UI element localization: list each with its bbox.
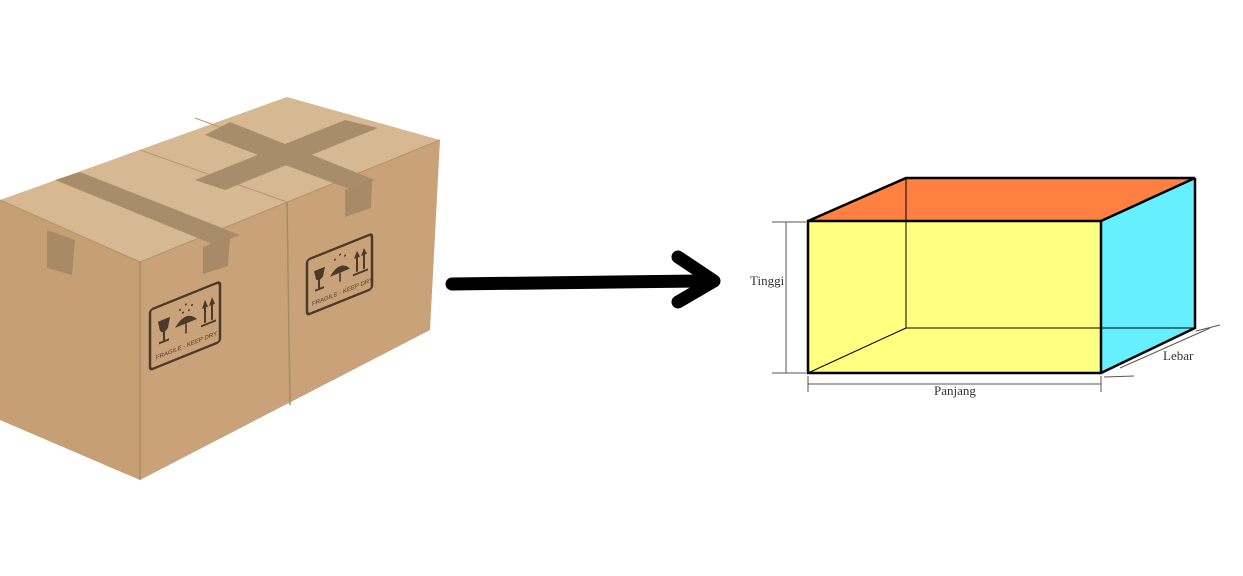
cuboid-visible-edges (806, 176, 1197, 375)
tape-strip-1 (55, 172, 240, 245)
tape-flap-left (47, 230, 75, 275)
dimension-width (1103, 324, 1221, 378)
height-label: Tinggi (750, 273, 785, 288)
umbrella-icon (175, 303, 197, 334)
cuboid-top-face (808, 178, 1195, 221)
right-arrow-icon (445, 250, 721, 309)
cuboid-side-face (1101, 178, 1195, 373)
cuboid-diagram: Tinggi Panjang Lebar (750, 176, 1221, 398)
dimension-height (772, 221, 806, 374)
tape-flap-front (203, 236, 230, 274)
cuboid-hidden-edges (807, 178, 1195, 374)
box-side-face (140, 140, 440, 480)
tape-strip-3 (195, 120, 378, 190)
fragile-glass-icon (314, 266, 325, 292)
cardboard-box: FRAGILE - KEEP DRY (0, 97, 441, 480)
cuboid-front-face (808, 221, 1101, 373)
this-way-up-icon (201, 296, 216, 328)
fragile-glass-icon (158, 316, 170, 345)
width-label: Lebar (1163, 348, 1194, 363)
box-front-face (0, 200, 140, 480)
box-seam-line (286, 201, 291, 406)
umbrella-icon (330, 253, 350, 282)
dimension-length (807, 376, 1102, 392)
length-label: Panjang (934, 383, 976, 398)
tape-flap-right (345, 180, 372, 217)
this-way-up-icon (353, 247, 368, 277)
